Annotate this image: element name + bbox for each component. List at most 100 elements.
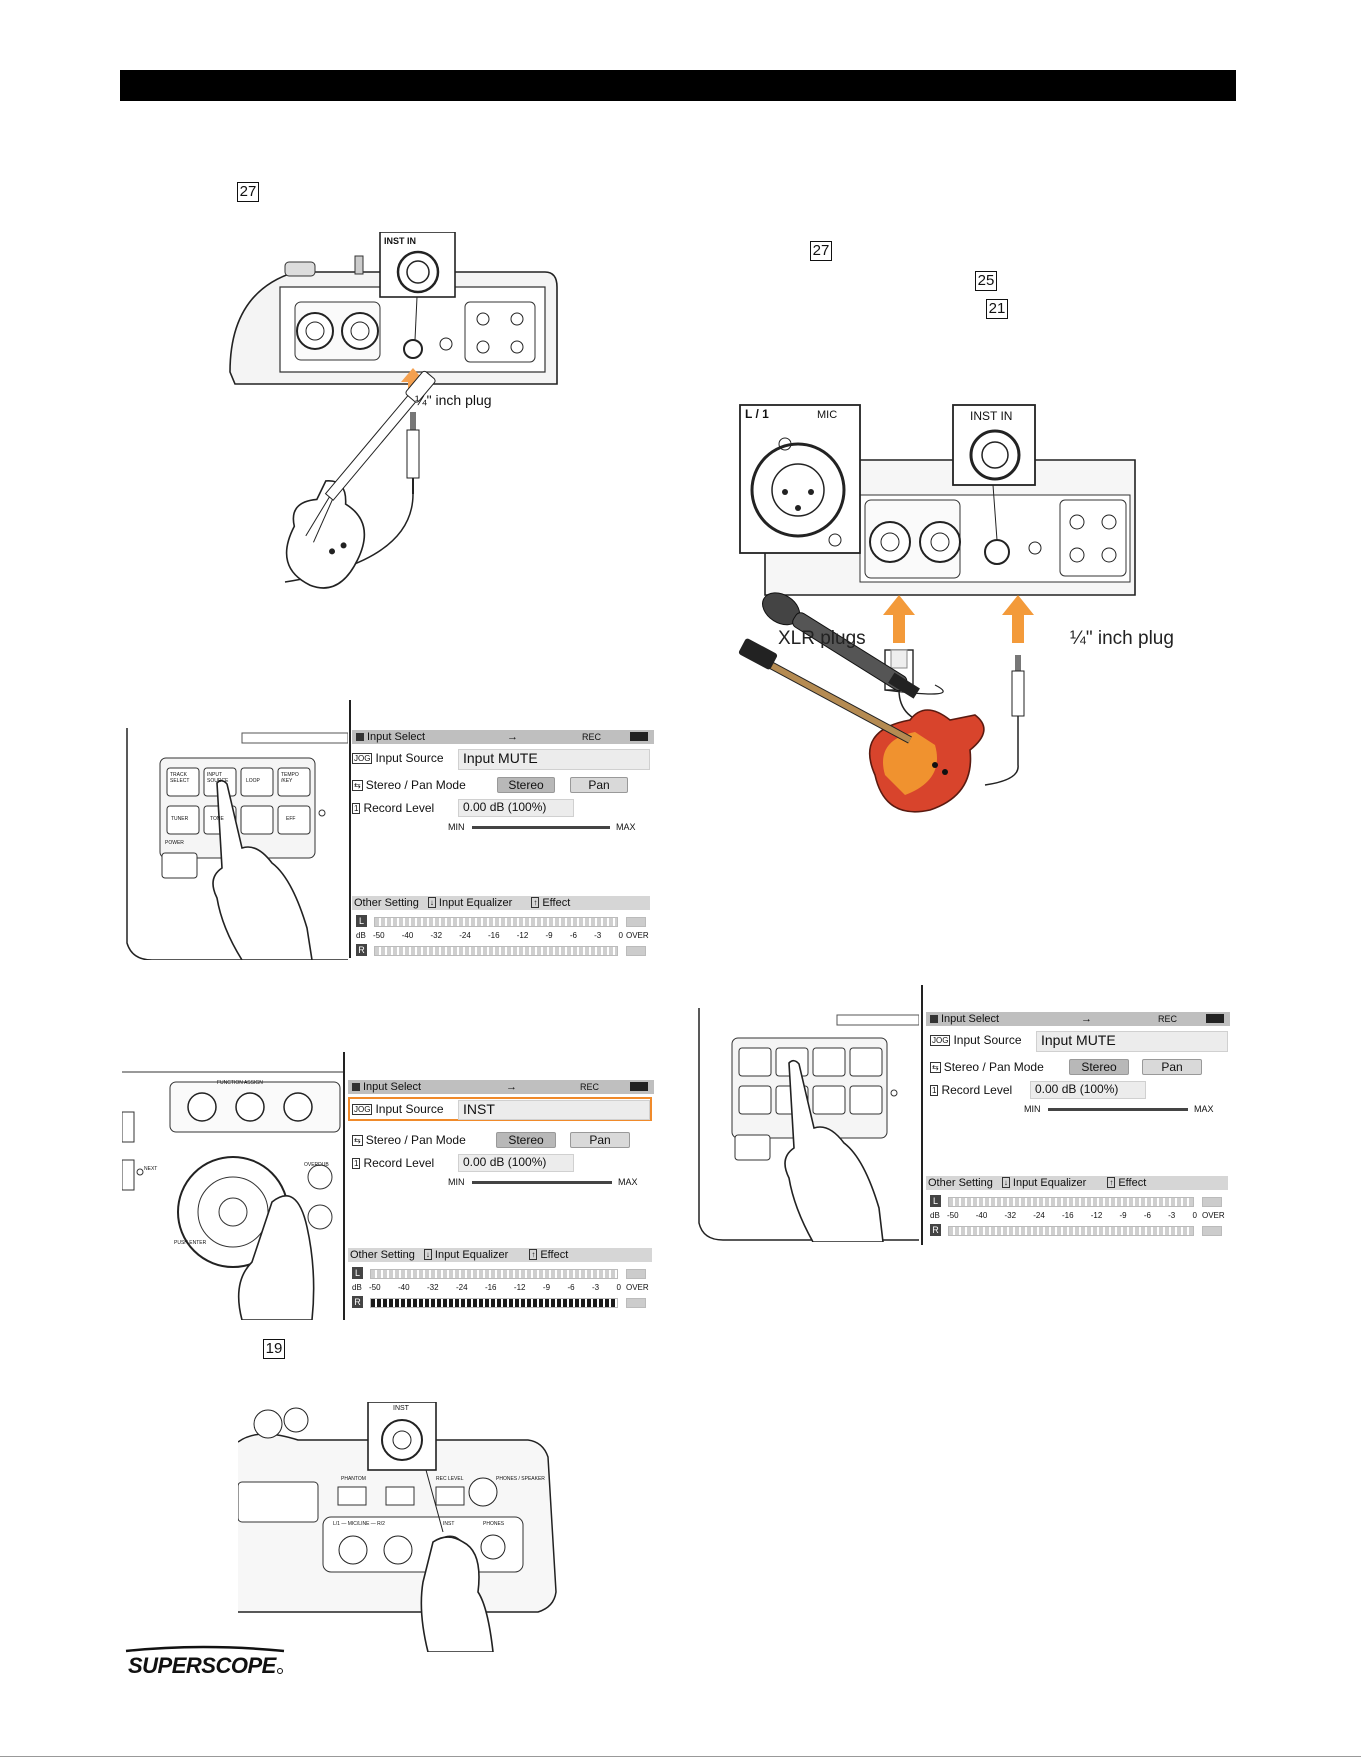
- record-level-value[interactable]: 0.00 dB (100%): [458, 1154, 574, 1172]
- ref-number-box: 25: [975, 271, 997, 291]
- record-level-slider[interactable]: [472, 826, 610, 829]
- arrows-tag: ⇆: [352, 780, 363, 791]
- input-source-field[interactable]: Input MUTE: [1036, 1031, 1228, 1052]
- meter-r-label: R: [930, 1224, 941, 1236]
- phantom-label: PHANTOM: [341, 1476, 366, 1482]
- db-label: dB: [352, 1283, 362, 1292]
- plug-label: ¼" inch plug: [415, 392, 492, 408]
- key-track-select[interactable]: TRACK SELECT: [170, 772, 190, 784]
- jog-dial-hand-svg: [121, 1071, 344, 1321]
- record-level-slider[interactable]: [472, 1181, 612, 1184]
- stereo-pan-mode-label: Stereo / Pan Mode: [943, 1060, 1044, 1074]
- record-level-value[interactable]: 0.00 dB (100%): [1030, 1081, 1146, 1099]
- effect-label[interactable]: Effect: [1118, 1177, 1147, 1189]
- record-level-value[interactable]: 0.00 dB (100%): [458, 799, 574, 817]
- pan-button[interactable]: Pan: [1142, 1059, 1202, 1075]
- stereo-button[interactable]: Stereo: [1069, 1059, 1129, 1075]
- meter-l: [948, 1197, 1194, 1207]
- stereo-pan-mode-label: Stereo / Pan Mode: [365, 778, 466, 792]
- ref-number-box: 21: [986, 299, 1008, 319]
- key-tempo-key[interactable]: TEMPO /KEY: [281, 772, 299, 784]
- power-label: POWER: [165, 840, 184, 846]
- divider: [349, 700, 351, 958]
- meter-r-active: [370, 1298, 618, 1308]
- input-source-field[interactable]: INST: [458, 1100, 650, 1120]
- mic-callout-right-label: MIC: [817, 409, 838, 421]
- stereo-button[interactable]: Stereo: [497, 777, 555, 793]
- over-indicator-l: [626, 917, 646, 927]
- phones-label: PHONES: [483, 1521, 505, 1527]
- guitar-connection-diagram: ¼" inch plug INST IN: [225, 231, 565, 592]
- section-header-bar: [120, 70, 1236, 101]
- lcd-arrow: →: [506, 1081, 517, 1093]
- brand-text: SUPERSCOPE: [128, 1653, 278, 1678]
- input-source-press-illustration: TRACK SELECT INPUT SOURCE LOOP TEMPO /KE…: [122, 728, 349, 961]
- microphone-icon: [762, 592, 920, 699]
- input-source-field[interactable]: Input MUTE: [458, 749, 650, 770]
- input-eq-label[interactable]: Input Equalizer: [438, 897, 513, 909]
- lcd-title: Input Select: [941, 1013, 1000, 1025]
- jog-tag: JOG: [352, 753, 373, 764]
- inst-level-knob-illustration: INST PHANTOM REC LEVEL PHONES / SPEAKER …: [237, 1401, 558, 1653]
- db-label: dB: [930, 1211, 940, 1220]
- quarter-inch-plug-label: ¼" inch plug: [1070, 628, 1174, 649]
- lcd-rec: REC: [1158, 1014, 1178, 1024]
- pan-button[interactable]: Pan: [570, 777, 628, 793]
- push-enter-label: PUSH ENTER: [174, 1240, 207, 1246]
- key-eff[interactable]: EFF: [286, 816, 296, 822]
- lcd-header: Input Select → REC: [926, 1012, 1230, 1026]
- lcd-title: Input Select: [367, 731, 426, 743]
- lcd-title: Input Select: [363, 1081, 422, 1093]
- meter-l: [370, 1269, 618, 1279]
- battery-icon: [630, 732, 648, 741]
- meter-l-label: L: [930, 1195, 941, 1207]
- battery-icon: [630, 1082, 648, 1091]
- superscope-logo: SUPERSCOPE: [122, 1645, 288, 1679]
- key-tuner[interactable]: TUNER: [171, 816, 189, 822]
- key-tone[interactable]: TONE: [210, 816, 224, 822]
- min-label: MIN: [448, 1177, 465, 1187]
- meter-r: [374, 946, 618, 956]
- over-label: OVER: [1202, 1211, 1225, 1220]
- recorder-side-illustration-large: [738, 404, 1136, 813]
- inst-knob-label[interactable]: INST: [443, 1521, 455, 1527]
- mic-and-guitar-connection-diagram: L / 1 MIC INST IN XLR plugs ¼" inch plug: [735, 400, 1205, 910]
- inst-in-callout-label: INST IN: [970, 409, 1013, 423]
- key-input-source[interactable]: INPUT SOURCE: [207, 772, 229, 784]
- record-tag: 1: [352, 803, 361, 814]
- over-indicator-r: [626, 946, 646, 956]
- other-setting-bar: Other Setting ↓Input Equalizer ↑Effect: [348, 1248, 652, 1262]
- input-eq-label[interactable]: Input Equalizer: [434, 1249, 509, 1261]
- other-setting-label: Other Setting: [354, 897, 419, 909]
- pan-button[interactable]: Pan: [570, 1132, 630, 1148]
- db-label: dB: [356, 931, 366, 940]
- over-indicator-l: [626, 1269, 646, 1279]
- lcd-rec: REC: [580, 1082, 600, 1092]
- input-source-press-illustration-2: [697, 1008, 920, 1243]
- mic-callout-left-label: L / 1: [745, 407, 769, 421]
- effect-label[interactable]: Effect: [540, 1249, 569, 1261]
- lcd-header: Input Select → REC: [352, 730, 654, 744]
- xlr-plugs-label: XLR plugs: [778, 628, 866, 649]
- inst-in-callout-label: INST IN: [384, 236, 417, 246]
- footer-line: [0, 1756, 1361, 1757]
- lcd-arrow: →: [507, 731, 518, 743]
- over-label: OVER: [626, 931, 649, 940]
- recorder-side-illustration: [229, 231, 558, 589]
- over-indicator-l: [1202, 1197, 1222, 1207]
- effect-label[interactable]: Effect: [542, 897, 571, 909]
- input-eq-label[interactable]: Input Equalizer: [1012, 1177, 1087, 1189]
- record-level-slider[interactable]: [1048, 1108, 1188, 1111]
- stereo-button[interactable]: Stereo: [496, 1132, 556, 1148]
- ref-number-box: 27: [237, 182, 259, 202]
- other-setting-bar: Other Setting ↓Input Equalizer ↑Effect: [352, 896, 650, 910]
- stereo-pan-mode-label: Stereo / Pan Mode: [365, 1133, 466, 1147]
- min-label: MIN: [448, 822, 465, 832]
- key-loop[interactable]: LOOP: [246, 778, 260, 784]
- meter-l-label: L: [356, 915, 367, 927]
- electric-guitar-icon: [738, 638, 985, 813]
